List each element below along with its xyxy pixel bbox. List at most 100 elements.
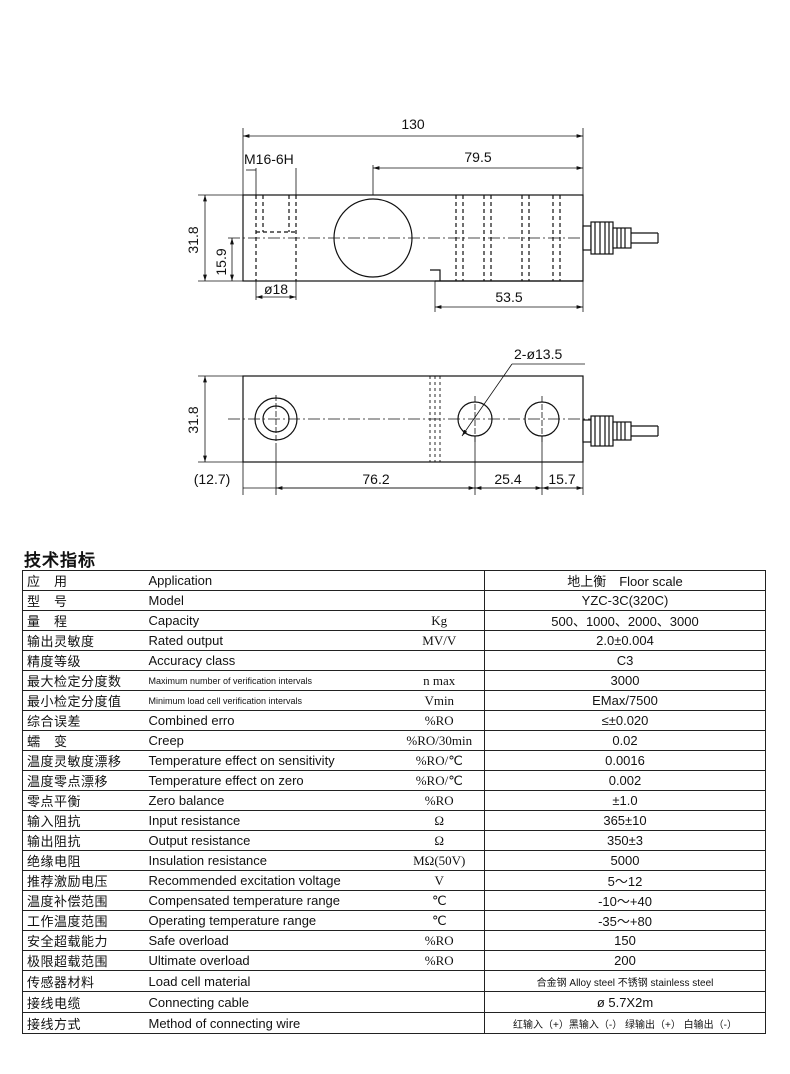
spec-cell-value: ±1.0 — [484, 790, 766, 811]
spec-cell-en: Recommended excitation voltage — [144, 870, 395, 891]
spec-cell-cn: 输出阻抗 — [22, 830, 145, 851]
spec-cell-unit: Vmin — [394, 690, 485, 711]
spec-cell-en: Capacity — [144, 610, 395, 631]
spec-cell-cn: 输入阻抗 — [22, 810, 145, 831]
spec-cell-en: Connecting cable — [144, 991, 395, 1013]
spec-cell-cn: 推荐激励电压 — [22, 870, 145, 891]
spec-cell-value: 3000 — [484, 670, 766, 691]
spec-cell-en: Insulation resistance — [144, 850, 395, 871]
dim-length-b: 25.4 — [494, 471, 521, 487]
spec-cell-cn: 精度等级 — [22, 650, 145, 671]
spec-cell-en: Compensated temperature range — [144, 890, 395, 911]
spec-cell-en: Application — [144, 570, 395, 591]
spec-cell-unit: %RO — [394, 950, 485, 971]
spec-cell-value: 红输入（+）黑输入（-） 绿输出（+） 白输出（-） — [484, 1012, 766, 1034]
spec-cell-en: Creep — [144, 730, 395, 751]
spec-cell-en: Rated output — [144, 630, 395, 651]
spec-cell-cn: 接线方式 — [22, 1012, 145, 1034]
spec-cell-unit: %RO/℃ — [394, 770, 485, 791]
spec-cell-unit: Ω — [394, 810, 485, 831]
spec-cell-value: 地上衡 Floor scale — [484, 570, 766, 591]
spec-cell-en: Load cell material — [144, 970, 395, 992]
spec-cell-cn: 综合误差 — [22, 710, 145, 731]
spec-cell-en: Temperature effect on sensitivity — [144, 750, 395, 771]
spec-cell-unit — [394, 650, 485, 671]
dim-length-a: 76.2 — [362, 471, 389, 487]
spec-cell-cn: 温度灵敏度漂移 — [22, 750, 145, 771]
spec-cell-cn: 绝缘电阻 — [22, 850, 145, 871]
spec-cell-cn: 输出灵敏度 — [22, 630, 145, 651]
spec-cell-cn: 最大检定分度数 — [22, 670, 145, 691]
spec-cell-value: ø 5.7X2m — [484, 991, 766, 1013]
spec-cell-cn: 型 号 — [22, 590, 145, 611]
spec-cell-en: Operating temperature range — [144, 910, 395, 931]
spec-cell-cn: 应 用 — [22, 570, 145, 591]
dim-mount-to-end: 53.5 — [495, 289, 522, 305]
spec-cell-value: EMax/7500 — [484, 690, 766, 711]
spec-cell-unit — [394, 970, 485, 992]
spec-cell-cn: 温度补偿范围 — [22, 890, 145, 911]
spec-cell-en: Ultimate overload — [144, 950, 395, 971]
spec-cell-unit: Ω — [394, 830, 485, 851]
side-view-labels: 2-ø13.5 31.8 (12.7) 76.2 25.4 15.7 — [185, 346, 576, 487]
dim-overall-length: 130 — [401, 116, 425, 132]
spec-cell-value: 0.002 — [484, 770, 766, 791]
spec-cell-value: 200 — [484, 950, 766, 971]
spec-cell-unit — [394, 570, 485, 591]
spec-cell-en: Method of connecting wire — [144, 1012, 395, 1034]
spec-cell-cn: 最小检定分度值 — [22, 690, 145, 711]
spec-cell-cn: 安全超载能力 — [22, 930, 145, 951]
spec-cell-en: Temperature effect on zero — [144, 770, 395, 791]
spec-cell-unit — [394, 1012, 485, 1034]
dim-side-height: 31.8 — [185, 406, 201, 433]
spec-cell-value: YZC-3C(320C) — [484, 590, 766, 611]
spec-cell-unit — [394, 991, 485, 1013]
spec-cell-cn: 蠕 变 — [22, 730, 145, 751]
top-view — [198, 128, 659, 312]
spec-cell-unit: ℃ — [394, 890, 485, 911]
spec-cell-cn: 接线电缆 — [22, 991, 145, 1013]
spec-cell-value: 500、1000、2000、3000 — [484, 610, 766, 631]
spec-cell-en: Combined erro — [144, 710, 395, 731]
spec-cell-en: Maximum number of verification intervals — [144, 670, 395, 691]
spec-cell-unit: %RO/30min — [394, 730, 485, 751]
spec-cell-unit: MΩ(50V) — [394, 850, 485, 871]
spec-cell-unit: ℃ — [394, 910, 485, 931]
spec-cell-unit: %RO — [394, 790, 485, 811]
spec-cell-value: 0.0016 — [484, 750, 766, 771]
spec-cell-unit — [394, 590, 485, 611]
spec-cell-unit: Kg — [394, 610, 485, 631]
spec-cell-cn: 传感器材料 — [22, 970, 145, 992]
dim-mount-holes: 2-ø13.5 — [514, 346, 562, 362]
spec-cell-cn: 极限超载范围 — [22, 950, 145, 971]
spec-cell-value: 0.02 — [484, 730, 766, 751]
spec-cell-value: 2.0±0.004 — [484, 630, 766, 651]
spec-cell-value: 5～12 — [484, 870, 766, 891]
dim-offset: (12.7) — [194, 471, 231, 487]
spec-cell-unit: MV/V — [394, 630, 485, 651]
side-view — [198, 363, 659, 495]
spec-cell-en: Output resistance — [144, 830, 395, 851]
spec-cell-unit: %RO/℃ — [394, 750, 485, 771]
spec-cell-cn: 零点平衡 — [22, 790, 145, 811]
spec-cell-en: Model — [144, 590, 395, 611]
